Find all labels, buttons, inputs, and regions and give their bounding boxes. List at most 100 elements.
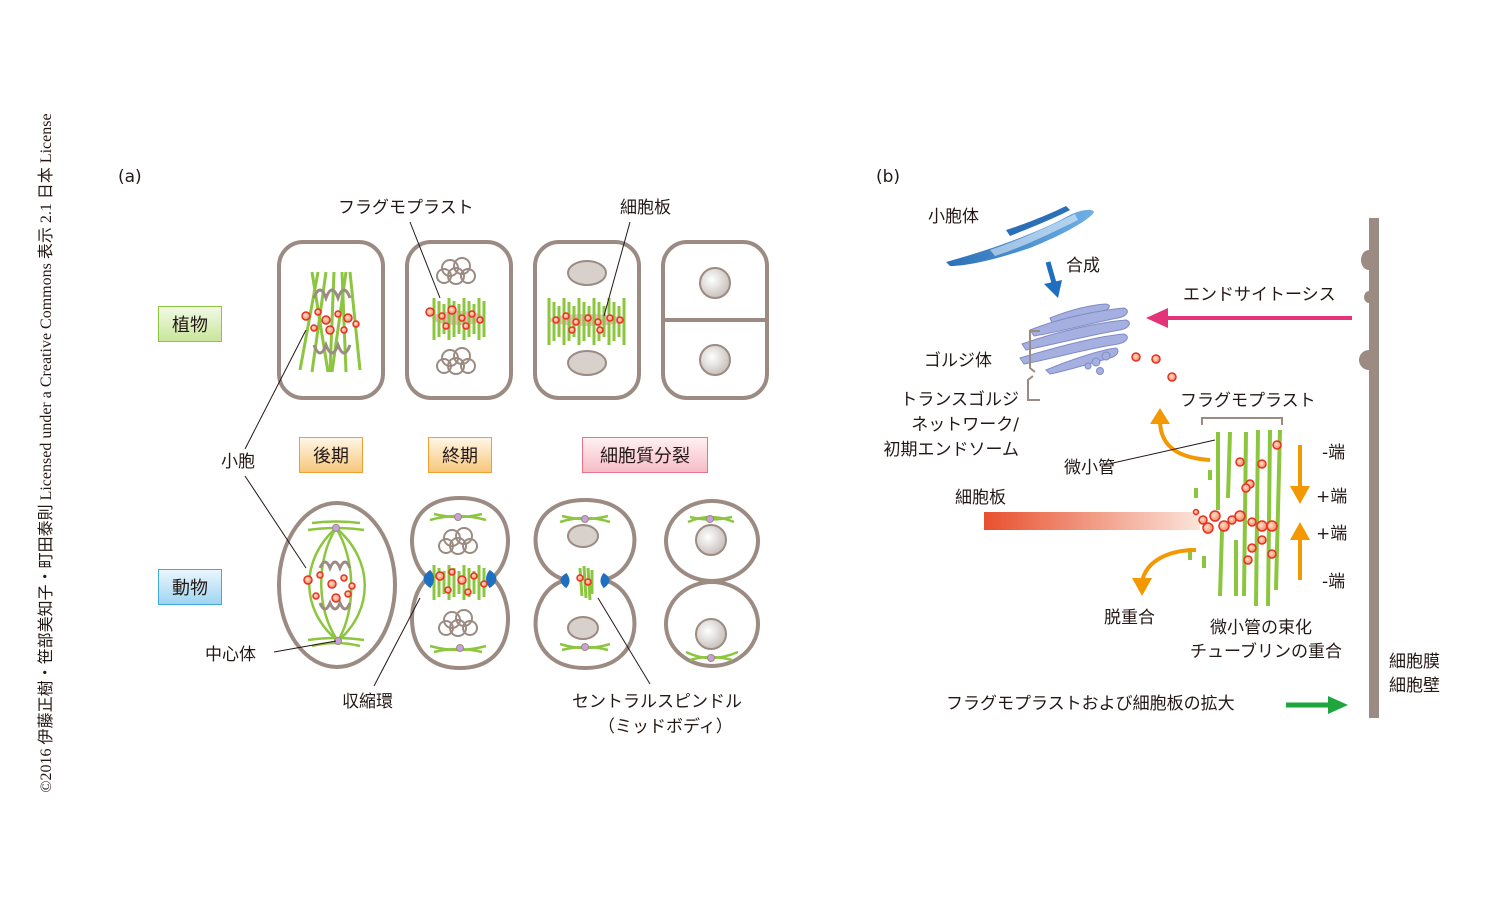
anaphase-tag: 後期 xyxy=(299,437,363,473)
expansion-arrowhead xyxy=(1328,696,1348,714)
vesicle xyxy=(344,590,352,598)
plus-end-label-bottom: +端 xyxy=(1316,524,1348,544)
vesicle xyxy=(1272,440,1282,450)
golgi-label: ゴルジ体 xyxy=(924,351,992,371)
vesicle xyxy=(1266,520,1278,532)
endocytosis-label: エンドサイトーシス xyxy=(1183,285,1336,305)
minus-end-label-bottom: -端 xyxy=(1322,572,1346,592)
vesicle xyxy=(314,308,322,316)
vesicle xyxy=(1247,517,1257,527)
vesicle xyxy=(1198,515,1208,525)
depolymerization-label: 脱重合 xyxy=(1104,608,1155,628)
vesicle xyxy=(442,322,450,330)
plant-anaphase-cell xyxy=(277,240,385,400)
vesicle xyxy=(312,592,320,600)
phragmoplast-label-a: フラグモプラスト xyxy=(338,198,474,218)
vesicle xyxy=(458,314,466,322)
plant-daughter-cells xyxy=(661,240,769,400)
vesicle xyxy=(552,316,560,324)
vesicle xyxy=(1267,549,1277,559)
vesicle xyxy=(1243,555,1253,565)
golgi-bracket xyxy=(1029,330,1040,373)
vesicle xyxy=(1256,520,1268,532)
cell-wall-label: 細胞壁 xyxy=(1389,676,1440,696)
cell-wall xyxy=(1359,218,1379,718)
vesicle xyxy=(594,318,602,326)
vesicle xyxy=(343,313,353,323)
plus-end-arrowhead-down xyxy=(1290,486,1310,504)
plus-end-label-top: +端 xyxy=(1316,487,1348,507)
central-spindle-label: セントラルスピンドル xyxy=(572,692,742,712)
microtubule xyxy=(1218,529,1224,597)
vesicle xyxy=(562,312,570,320)
vesicle xyxy=(340,574,348,582)
vesicle xyxy=(303,575,313,585)
vesicle xyxy=(1257,535,1267,545)
vesicle xyxy=(352,320,360,328)
vesicle xyxy=(447,305,457,315)
bundling-label-line2: チューブリンの重合 xyxy=(1190,642,1342,662)
vesicle xyxy=(568,326,576,334)
expansion-label: フラグモプラストおよび細胞板の拡大 xyxy=(946,694,1235,714)
vesicle xyxy=(616,316,624,324)
vesicle xyxy=(462,322,470,330)
vesicle xyxy=(596,326,604,334)
vesicle xyxy=(584,578,592,586)
callout-lines-a xyxy=(244,221,651,687)
vesicle xyxy=(576,574,584,582)
microtubule xyxy=(1274,429,1282,591)
telophase-tag: 終期 xyxy=(428,437,492,473)
vesicle xyxy=(476,316,484,324)
golgi-illustration xyxy=(1019,303,1130,375)
plant-row-tag: 植物 xyxy=(158,306,222,342)
cell-plate-label-b: 細胞板 xyxy=(955,488,1006,508)
vesicle xyxy=(457,575,467,585)
vesicle xyxy=(448,568,456,576)
vesicle xyxy=(321,315,331,325)
membrane-label: 細胞膜 xyxy=(1389,652,1440,672)
plus-end-arrowhead-up xyxy=(1290,522,1310,540)
vesicle xyxy=(480,580,488,588)
vesicle xyxy=(435,571,445,581)
vesicle xyxy=(572,318,580,326)
vesicle xyxy=(1247,543,1257,553)
vesicle xyxy=(444,586,452,594)
vesicle xyxy=(425,307,435,317)
vesicle-label: 小胞 xyxy=(221,452,255,472)
er-label: 小胞体 xyxy=(928,207,979,227)
animal-row-tag: 動物 xyxy=(158,569,222,605)
vesicle xyxy=(340,326,348,334)
animal-daughter-cells xyxy=(664,499,760,668)
microtubule xyxy=(1254,429,1260,607)
microtubule-callout-line xyxy=(1103,439,1216,466)
tgn-label-line1: トランスゴルジ xyxy=(900,390,1019,410)
tgn-bracket xyxy=(1027,375,1040,401)
cytokinesis-tag: 細胞質分裂 xyxy=(582,437,708,473)
vesicle xyxy=(331,593,341,603)
midbody-label: （ミッドボディ） xyxy=(598,717,733,737)
er-illustration xyxy=(946,206,1094,266)
centrosome-label: 中心体 xyxy=(205,645,256,665)
tgn-label-line3: 初期エンドソーム xyxy=(883,440,1020,460)
vesicle xyxy=(348,582,356,590)
cell-plate-bar xyxy=(984,512,1200,530)
depolymerization-arrowhead xyxy=(1132,578,1152,596)
vesicle xyxy=(468,310,476,318)
transport-vesicles xyxy=(1131,352,1177,382)
tgn-label-line2: ネットワーク/ xyxy=(911,415,1019,435)
vesicle xyxy=(584,314,592,322)
synthesis-label: 合成 xyxy=(1066,256,1100,276)
panel-b-label: (b) xyxy=(876,167,900,187)
panel-a-label: (a) xyxy=(118,167,142,187)
vesicle xyxy=(470,572,478,580)
minus-end-label-top: -端 xyxy=(1322,443,1346,463)
vesicle xyxy=(464,588,472,596)
microtubule-label: 微小管 xyxy=(1064,458,1115,478)
animal-anaphase-cell xyxy=(277,501,397,669)
vesicle xyxy=(1192,508,1200,516)
vesicle xyxy=(1234,510,1246,522)
phragmoplast-bracket xyxy=(1201,417,1283,425)
vesicle xyxy=(325,325,335,335)
vesicle xyxy=(1209,510,1221,522)
